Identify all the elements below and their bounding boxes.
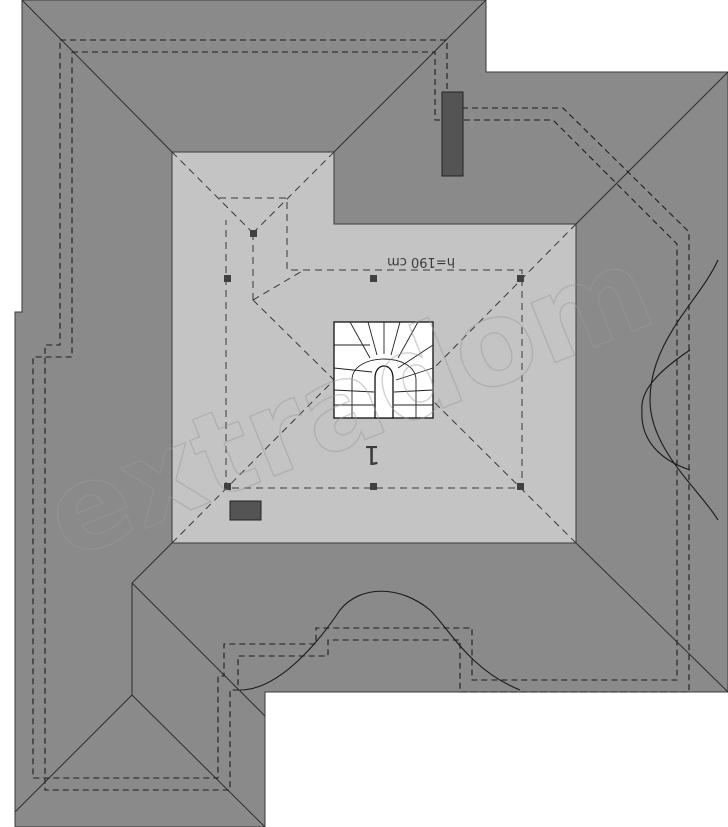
staircase-icon <box>333 321 434 419</box>
post-icon <box>370 275 377 282</box>
height-note: h=190 cm <box>387 254 455 269</box>
post-icon <box>224 483 231 490</box>
post-icon <box>517 483 524 490</box>
post-icon <box>370 483 377 490</box>
posts <box>224 230 524 490</box>
post-icon <box>250 230 257 237</box>
post-icon <box>517 275 524 282</box>
post-icon <box>224 275 231 282</box>
roof-window-icon <box>229 500 262 521</box>
door-swing-arc-right <box>649 259 719 521</box>
eave-line <box>44 39 690 791</box>
door-swing-arc-bottom <box>239 590 521 691</box>
room-number: 1 <box>364 439 381 469</box>
chimney-icon <box>441 91 464 177</box>
hip-lines <box>14 0 728 827</box>
wall-line <box>32 51 678 779</box>
door-swing-arc-right-2 <box>641 349 691 471</box>
